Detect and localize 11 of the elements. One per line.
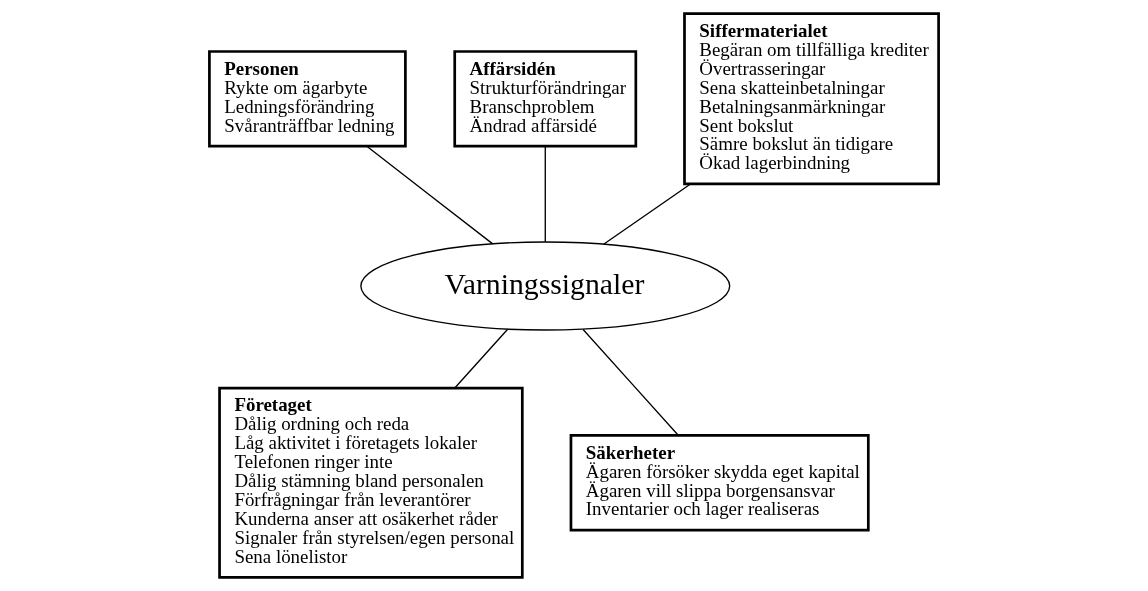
connector xyxy=(454,328,509,389)
connector xyxy=(366,145,494,245)
node-ellipse: Varningssignaler xyxy=(360,241,731,331)
node-box: Siffermaterialet Begäran om tillfälliga krediter Övertrasseringar Sena skatteinbetalningar Betalningsanmärkningar Sent bokslut Sämre bokslut än tidigare Ökad lagerbindning xyxy=(683,12,940,186)
connector xyxy=(582,328,679,436)
connector xyxy=(544,145,546,243)
node-box: Företaget Dålig ordning och reda Låg aktivitet i företagets lokaler Telefonen ringer inte Dålig stämning bland personalen Förfrågningar från leverantörer Kunderna anser att osäkerhet råder Signaler från styrelsen/egen personal Sena lönelistor xyxy=(218,386,524,579)
node-box: Personen Rykte om ägarbyte Ledningsförändring Svåranträffbar ledning xyxy=(208,50,407,148)
connector xyxy=(602,183,692,245)
node-box: Säkerheter Ägaren försöker skydda eget kapital Ägaren vill slippa borgensansvar Inventarier och lager realiseras xyxy=(569,434,870,532)
node-box: Affärsidén Strukturförändringar Branschproblem Ändrad affärsidé xyxy=(453,50,638,148)
